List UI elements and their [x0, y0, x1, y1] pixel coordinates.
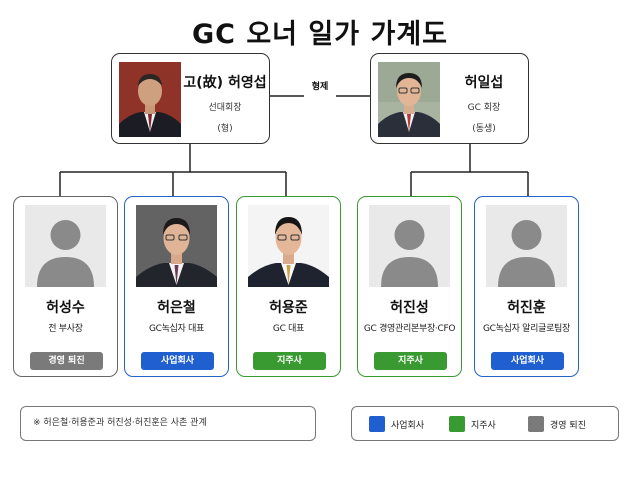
elder-info: 고(故) 허영섭 선대회장 (형): [182, 72, 268, 134]
parent-name: 고(故) 허영섭: [183, 75, 267, 91]
child-role: GC 경영관리본부장·CFO: [363, 324, 456, 334]
parent-note: (동생): [472, 124, 496, 134]
status-badge: 지주사: [253, 352, 326, 370]
child-card: 허진성 GC 경영관리본부장·CFO 지주사: [357, 196, 462, 377]
person-silhouette-icon: [369, 205, 450, 287]
child-name: 허용준: [269, 300, 308, 316]
chart-title: GC 오너 일가 가계도: [191, 19, 449, 50]
parent-card-elder: 고(故) 허영섭 선대회장 (형): [111, 53, 270, 144]
status-badge: 사업회사: [491, 352, 564, 370]
child-card: 허진훈 GC녹십자 알리글로팀장 사업회사: [474, 196, 579, 377]
child-card: 허용준 GC 대표 지주사: [236, 196, 341, 377]
footnote: ※ 허은철·허용준과 허진성·허진훈은 사촌 관계: [20, 406, 316, 441]
legend-label: 지주사: [471, 420, 496, 431]
legend: 사업회사 지주사 경영 퇴진: [351, 406, 619, 441]
child-name: 허진훈: [507, 300, 546, 316]
child-role: GC녹십자 대표: [148, 324, 205, 334]
younger-portrait-photo: [378, 62, 440, 137]
parent-note: (형): [217, 124, 233, 134]
child-name: 허성수: [46, 300, 85, 316]
person-silhouette-icon: [25, 205, 106, 287]
child-card: 허성수 전 부사장 경영 퇴진: [13, 196, 118, 377]
status-badge: 경영 퇴진: [30, 352, 103, 370]
child-role: 전 부사장: [48, 324, 83, 334]
parent-role: GC 회장: [467, 103, 501, 113]
child-name: 허은철: [157, 300, 196, 316]
legend-label: 사업회사: [391, 420, 425, 431]
parent-name: 허일섭: [464, 75, 504, 91]
elder-portrait-photo: [119, 62, 181, 137]
status-badge: 지주사: [374, 352, 447, 370]
legend-item-business: 사업회사: [369, 416, 424, 432]
legend-swatch: [449, 416, 465, 432]
legend-swatch: [528, 416, 544, 432]
child-name: 허진성: [390, 300, 429, 316]
parent-card-younger: 허일섭 GC 회장 (동생): [370, 53, 529, 144]
status-badge: 사업회사: [141, 352, 214, 370]
younger-info: 허일섭 GC 회장 (동생): [441, 72, 527, 134]
sibling-relation-label: 형제: [311, 82, 329, 92]
portrait-photo: [136, 205, 217, 287]
legend-item-retired: 경영 퇴진: [528, 416, 586, 432]
parent-role: 선대회장: [208, 103, 242, 113]
child-role: GC 대표: [272, 324, 305, 334]
child-card: 허은철 GC녹십자 대표 사업회사: [124, 196, 229, 377]
legend-swatch: [369, 416, 385, 432]
legend-label: 경영 퇴진: [550, 420, 586, 431]
child-role: GC녹십자 알리글로팀장: [482, 324, 571, 334]
portrait-photo: [248, 205, 329, 287]
legend-item-holding: 지주사: [449, 416, 496, 432]
person-silhouette-icon: [486, 205, 567, 287]
